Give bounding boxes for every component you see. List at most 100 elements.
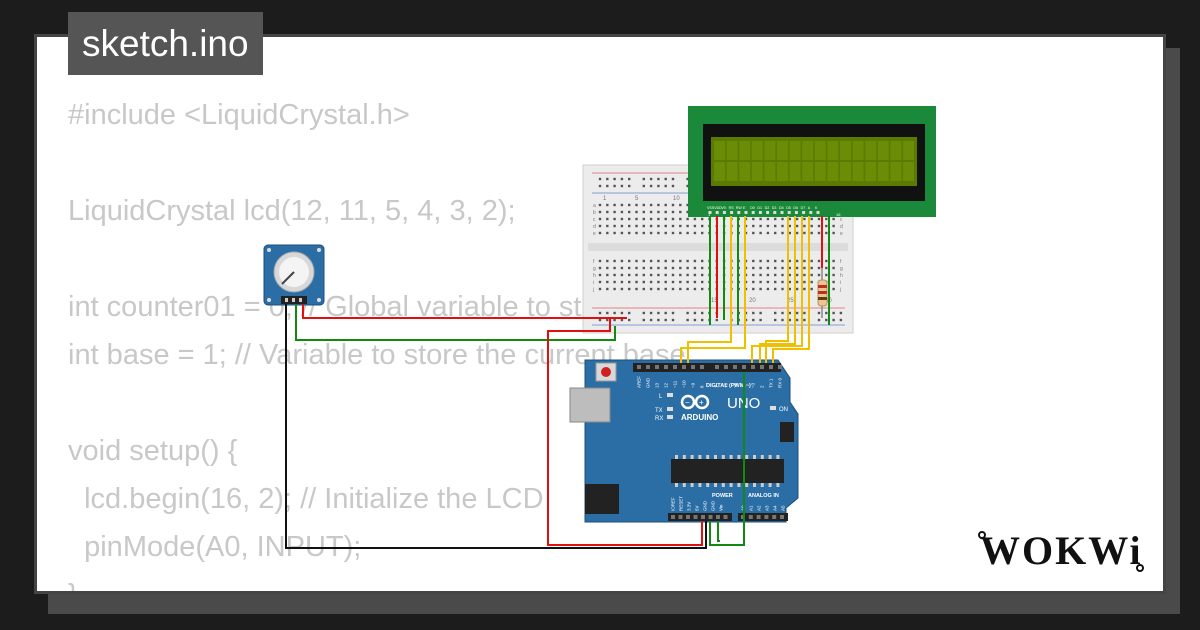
bb-hole — [788, 259, 791, 263]
bb-hole — [839, 311, 843, 315]
bb-hole — [649, 184, 653, 188]
bb-hole — [664, 210, 667, 214]
lcd-pin-label: K — [815, 206, 818, 210]
digital-pin-hole — [769, 365, 773, 369]
lcd-pin-label: RS — [729, 206, 735, 210]
wire-lcd-e — [680, 216, 746, 363]
power-pin-label: GND — [711, 500, 716, 511]
bb-hole — [635, 231, 638, 235]
chip-leg — [760, 455, 764, 459]
bb-hole — [620, 266, 624, 270]
bb-hole — [664, 311, 667, 315]
bb-hole — [781, 273, 784, 277]
bb-hole — [766, 231, 770, 235]
bb-hole — [810, 287, 813, 291]
bb-hole — [788, 217, 791, 221]
bb-hole — [686, 280, 689, 284]
bb-hole — [628, 184, 631, 188]
analog-pin-hole — [748, 515, 753, 519]
bb-hole — [642, 217, 645, 221]
bb-hole — [671, 273, 675, 277]
lcd-pin — [816, 211, 820, 214]
bb-hole — [817, 318, 821, 322]
lcd-pin-last: 16 — [836, 212, 841, 217]
bb-hole — [664, 287, 667, 291]
digital-pin-label: AREF — [637, 376, 642, 388]
bb-hole — [701, 224, 704, 228]
lcd-pin-label: VSS — [707, 206, 715, 210]
bb-hole — [642, 224, 645, 228]
bb-hole — [781, 217, 784, 221]
digital-pin-label: 8 — [700, 385, 705, 388]
bb-hole — [649, 266, 653, 270]
bb-hole — [620, 203, 624, 207]
digital-pin-label: 7 — [715, 385, 720, 388]
bb-hole — [598, 177, 602, 181]
bb-hole — [635, 287, 638, 291]
bb-hole — [766, 217, 770, 221]
lcd-pin — [708, 211, 712, 214]
bb-hole — [628, 210, 631, 214]
digital-pin-label: TX 1 — [769, 378, 774, 388]
bb-hole — [628, 217, 631, 221]
bb-hole — [679, 287, 682, 291]
bb-col-15: 15 — [711, 298, 718, 304]
lcd-cell — [840, 162, 851, 181]
wire-lcd-rs — [687, 216, 732, 363]
bb-hole — [803, 217, 806, 221]
bb-hole — [679, 210, 682, 214]
bb-hole — [686, 224, 689, 228]
chip-leg — [698, 483, 702, 487]
bb-row-label: i — [840, 280, 841, 286]
bb-hole — [613, 287, 616, 291]
lcd-cell — [852, 162, 864, 181]
chip-leg — [690, 483, 694, 487]
bb-hole — [686, 217, 689, 221]
bb-row-label: d — [593, 224, 596, 230]
power-pin-hole — [686, 515, 690, 519]
potentiometer[interactable] — [263, 244, 325, 306]
chip-leg — [753, 455, 756, 459]
bb-hole — [781, 318, 784, 322]
bb-hole — [620, 177, 624, 181]
bb-hole — [693, 231, 697, 235]
bb-hole — [671, 231, 675, 235]
bb-hole — [635, 217, 638, 221]
bb-hole — [701, 287, 704, 291]
bb-hole — [774, 217, 777, 221]
bb-hole — [825, 273, 828, 277]
bb-hole — [795, 231, 799, 235]
bb-hole — [752, 273, 755, 277]
bb-hole — [759, 318, 762, 322]
bb-hole — [686, 318, 689, 322]
code-line: } — [68, 571, 854, 591]
bb-row-label: j — [592, 287, 594, 293]
bb-hole — [810, 280, 813, 284]
microcontroller-legs — [675, 455, 780, 487]
bb-hole — [788, 311, 791, 315]
bb-hole — [598, 184, 602, 188]
bb-hole — [613, 259, 616, 263]
digital-pin-hole — [733, 365, 737, 369]
bb-hole — [752, 259, 755, 263]
bb-row-label: e — [593, 231, 596, 237]
digital-header-label: DIGITAL (PWM ~) — [706, 383, 751, 389]
bb-hole — [817, 311, 821, 315]
lcd-cell — [726, 141, 738, 160]
sketch-filename-tab[interactable]: sketch.ino — [68, 12, 263, 75]
bb-hole — [774, 273, 777, 277]
lcd-pin — [758, 211, 762, 214]
digital-pin-label: 13 — [655, 382, 660, 388]
bb-hole — [701, 318, 704, 322]
bb-hole — [781, 224, 784, 228]
lcd-cell — [827, 162, 839, 181]
bb-hole — [817, 231, 821, 235]
bb-hole — [693, 280, 697, 284]
chip-leg — [729, 483, 733, 487]
knob-indicator — [281, 271, 295, 285]
chip-leg — [721, 455, 725, 459]
lcd-pin — [751, 211, 755, 214]
lcd-cell — [739, 162, 751, 181]
power-pin-hole — [723, 515, 728, 519]
